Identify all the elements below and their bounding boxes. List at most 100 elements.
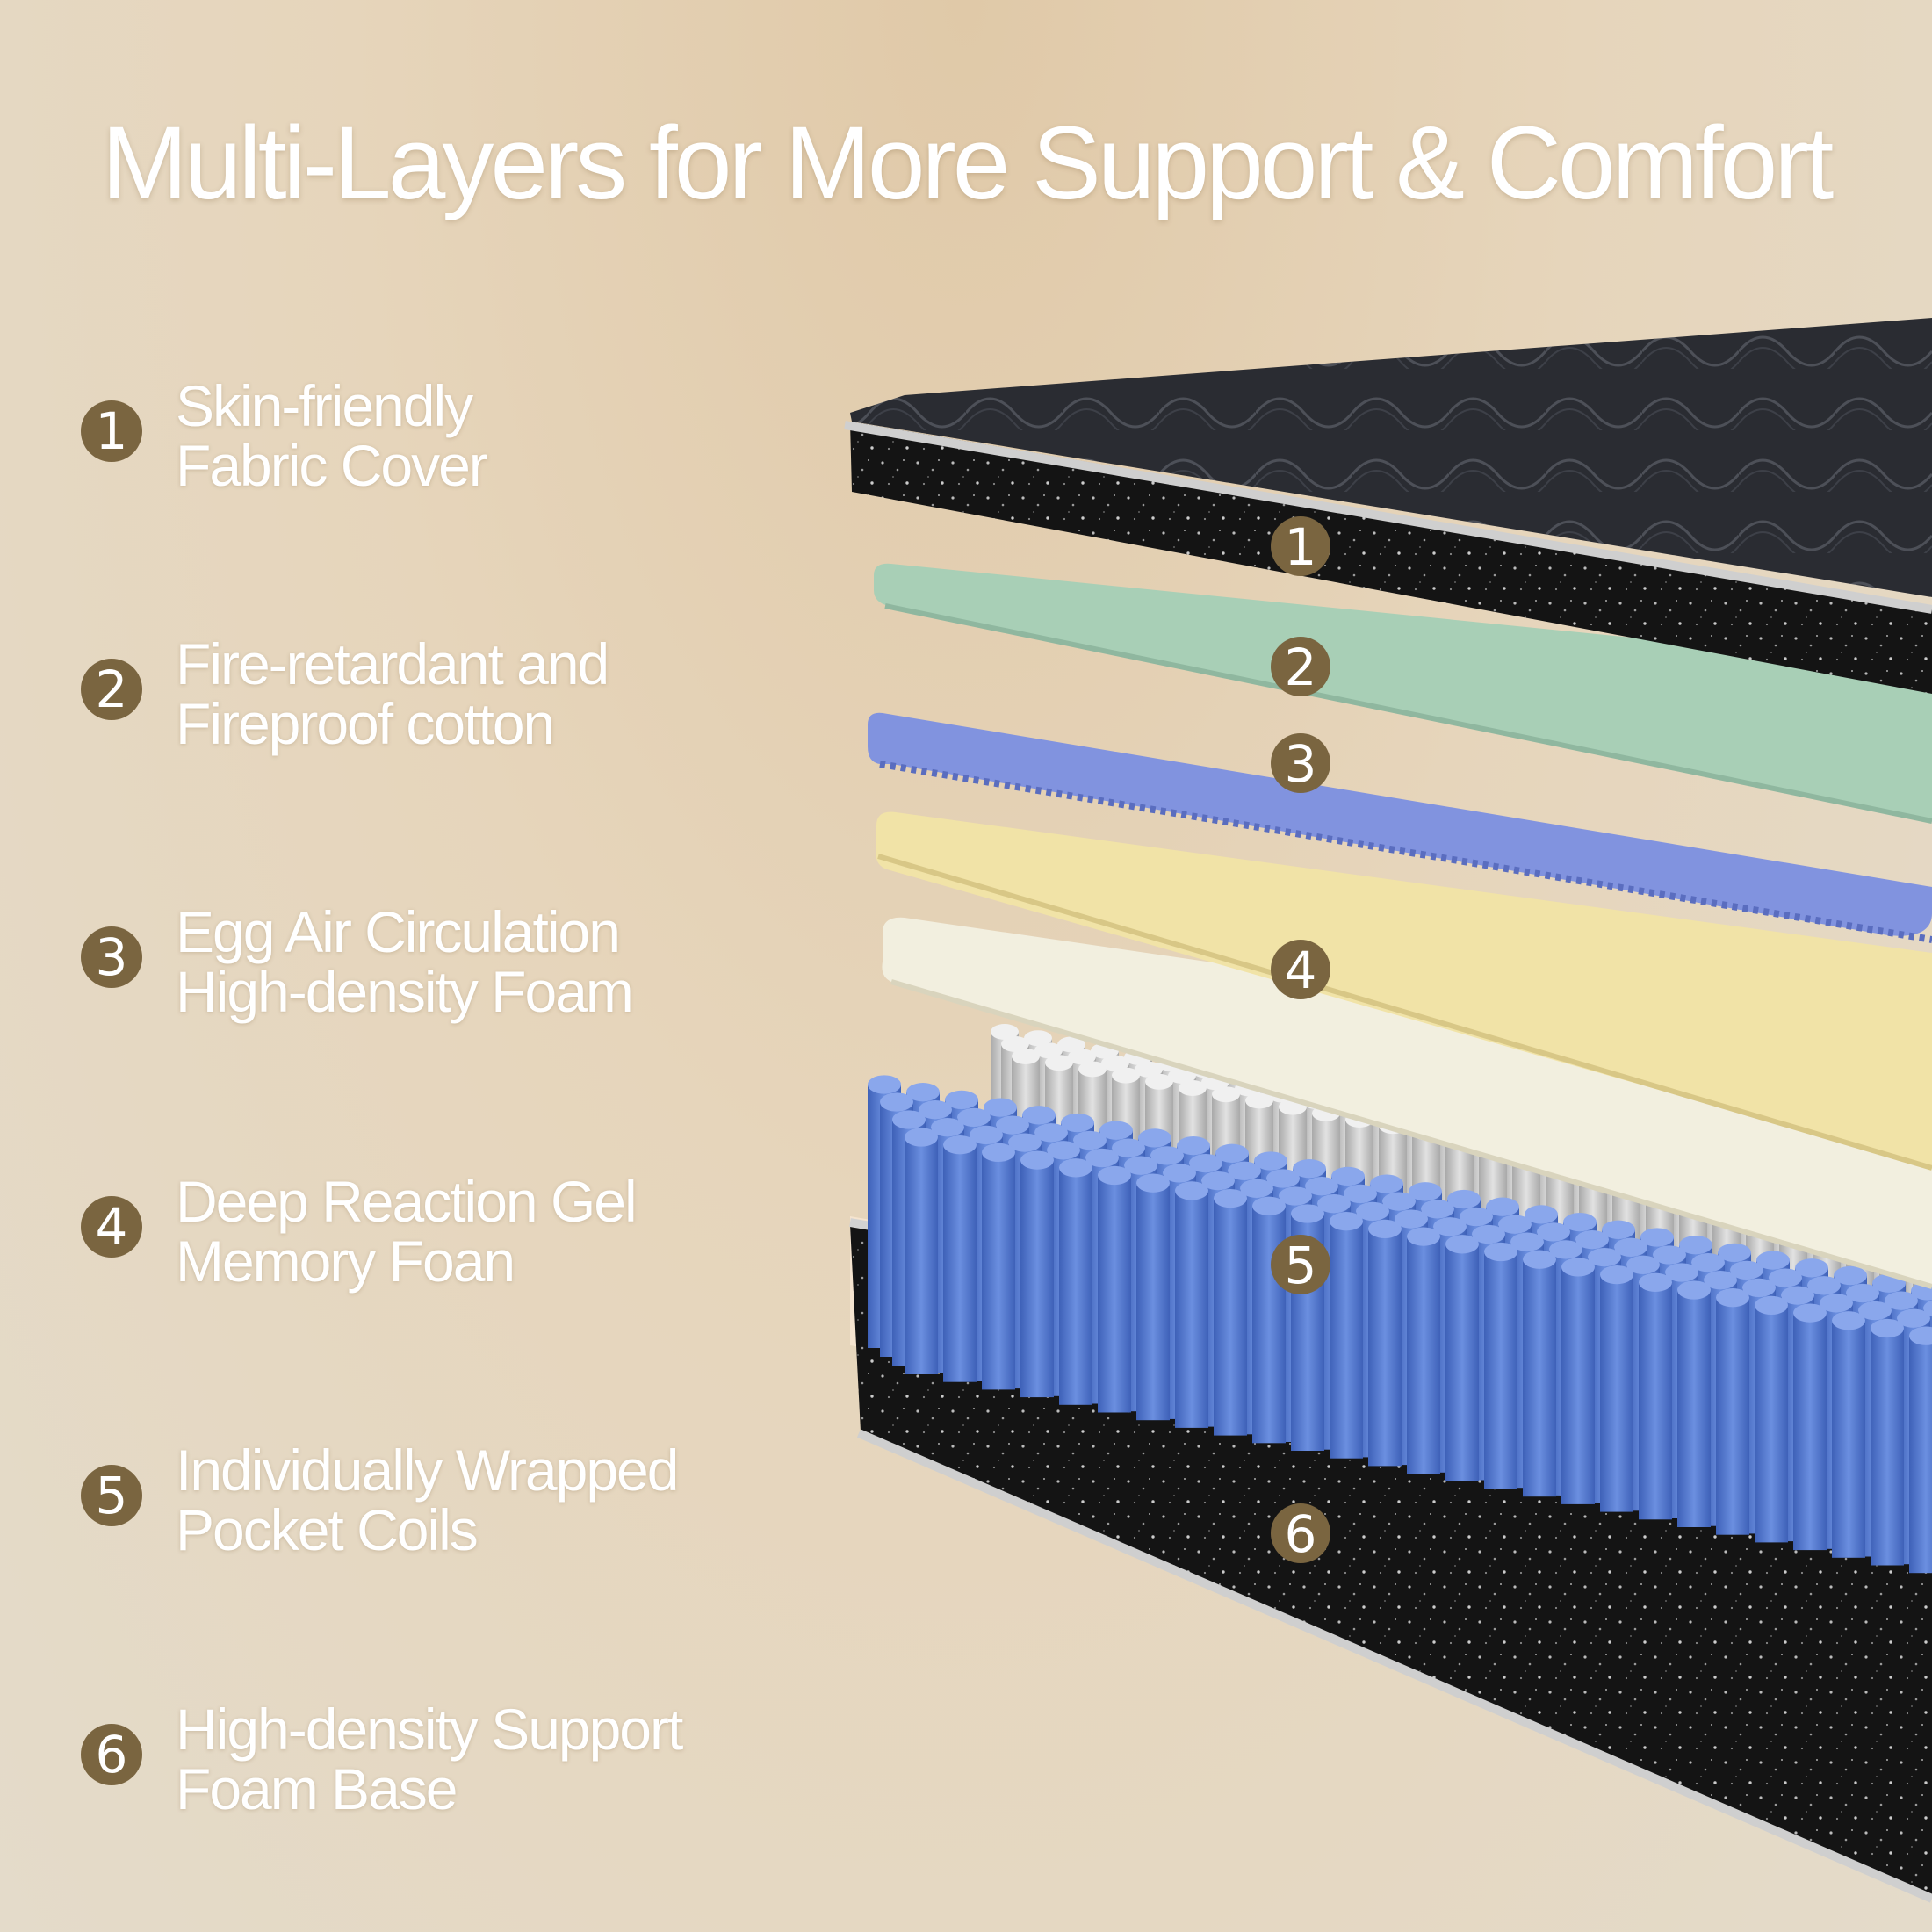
coil-top <box>1099 1121 1133 1140</box>
coil-top <box>1718 1243 1751 1263</box>
coil-top <box>1085 1148 1119 1168</box>
coil-top <box>1228 1161 1261 1180</box>
coil-top <box>1254 1151 1287 1171</box>
coil-top <box>1293 1159 1326 1179</box>
coil-top <box>1252 1196 1286 1215</box>
coil-top <box>1001 1036 1029 1052</box>
coil-top <box>1034 1042 1063 1059</box>
coil-top <box>1136 1173 1170 1193</box>
coil-top <box>1266 1169 1300 1188</box>
coil-top <box>1781 1286 1814 1305</box>
mattress-badge-4: 4 <box>1271 940 1330 1000</box>
coil-top <box>1135 1061 1163 1078</box>
coil-top <box>1498 1215 1532 1234</box>
coil-top <box>1445 1235 1479 1254</box>
layer-egg-foam <box>868 712 1932 943</box>
coil-top <box>991 1024 1019 1040</box>
coil-top <box>1245 1092 1273 1109</box>
coil <box>1600 1274 1633 1512</box>
coil-top <box>1279 1186 1312 1206</box>
coil-top <box>1395 1209 1428 1229</box>
coil <box>1793 1313 1827 1551</box>
coil-top <box>1047 1141 1080 1160</box>
coil-top <box>1563 1212 1597 1232</box>
coil-top <box>1382 1192 1416 1211</box>
coil-top <box>1575 1229 1609 1250</box>
coil-top <box>1832 1311 1865 1330</box>
coil <box>1407 1236 1440 1474</box>
coil-top <box>1291 1204 1324 1223</box>
coil-top <box>1305 1177 1338 1196</box>
coil-top <box>984 1098 1017 1117</box>
mattress-badge-3: 3 <box>1271 733 1330 794</box>
coil <box>1561 1266 1595 1504</box>
coil-top <box>1177 1135 1210 1156</box>
coil-top <box>1769 1268 1802 1287</box>
coil-top <box>1486 1197 1519 1216</box>
coil-top <box>1179 1080 1207 1096</box>
coil <box>905 1137 938 1374</box>
coil-top <box>1691 1253 1725 1272</box>
coil <box>1059 1167 1092 1405</box>
coil-top <box>1472 1224 1505 1244</box>
coil-top <box>1537 1222 1570 1242</box>
coil <box>1445 1244 1479 1481</box>
coil-top <box>1112 1138 1145 1157</box>
svg-text:3: 3 <box>1285 734 1317 794</box>
coil-top <box>1755 1295 1788 1316</box>
coil-top <box>1057 1036 1085 1053</box>
coil <box>1871 1328 1904 1566</box>
coil-top <box>1078 1061 1107 1078</box>
coil-top <box>1098 1165 1131 1186</box>
coil-top <box>1073 1130 1107 1150</box>
coil-top <box>1124 1156 1157 1175</box>
coil-top <box>1368 1219 1402 1239</box>
coil-top <box>1639 1272 1672 1292</box>
coil-top <box>1742 1278 1776 1298</box>
coil <box>982 1152 1015 1390</box>
coil-top <box>1716 1288 1749 1308</box>
feature-number-badge: 2 <box>81 659 142 720</box>
coil-top <box>1068 1049 1096 1065</box>
coil <box>1755 1305 1788 1543</box>
layer-comfort-foam <box>882 917 1932 1289</box>
page-title: Multi-Layers for More Support & Comfort <box>101 105 1835 221</box>
coil-top <box>1871 1318 1904 1338</box>
coil-top <box>1510 1232 1544 1251</box>
mattress-badge-1: 1 <box>1271 516 1330 577</box>
coil-top <box>919 1100 952 1120</box>
coil-top <box>1034 1123 1068 1143</box>
coil <box>943 1144 977 1382</box>
coil-top <box>1409 1182 1442 1201</box>
coil-top <box>1112 1067 1140 1084</box>
coil-top <box>1756 1251 1790 1270</box>
coil-top <box>1858 1301 1892 1321</box>
coil-top <box>1370 1174 1403 1193</box>
coil-top <box>1640 1228 1674 1247</box>
coil-top <box>1012 1049 1040 1064</box>
coil-top <box>906 1083 940 1102</box>
svg-text:6: 6 <box>1285 1504 1317 1564</box>
mattress-badge-2: 2 <box>1271 637 1330 697</box>
svg-text:5: 5 <box>1285 1236 1317 1295</box>
coil <box>1368 1229 1402 1467</box>
coil <box>1175 1190 1208 1428</box>
coil-top <box>1614 1237 1647 1257</box>
coil-top <box>1909 1326 1932 1345</box>
coil-top <box>1523 1250 1556 1269</box>
coil-top <box>1024 1030 1052 1047</box>
mattress-illustration: 1 2 3 4 5 6 <box>844 318 1932 1903</box>
coil <box>1330 1221 1363 1459</box>
svg-text:2: 2 <box>1285 638 1317 697</box>
coil-top <box>1730 1260 1763 1280</box>
coil-top <box>1846 1283 1879 1303</box>
coil-top <box>931 1118 964 1137</box>
coil-top <box>1344 1184 1377 1204</box>
coil <box>1832 1320 1865 1558</box>
coil <box>1677 1290 1711 1527</box>
svg-text:4: 4 <box>1285 941 1317 1000</box>
feature-number-badge: 3 <box>81 926 142 988</box>
